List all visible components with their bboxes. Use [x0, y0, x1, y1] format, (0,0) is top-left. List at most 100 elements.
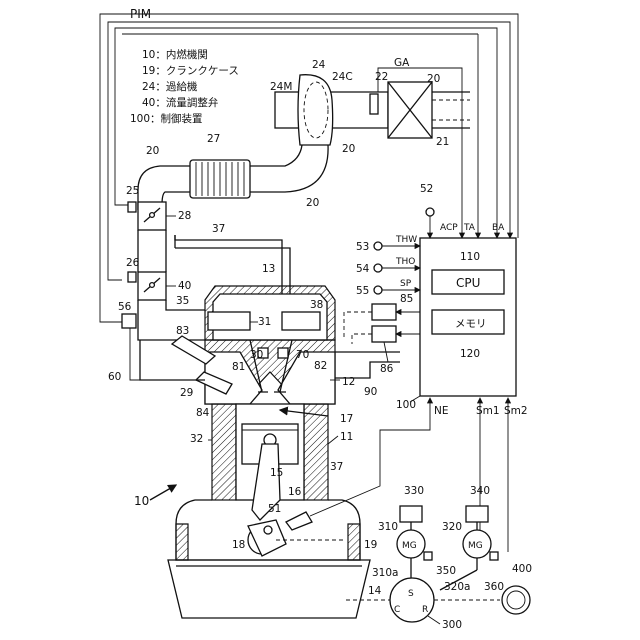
- ref-310a: 310a: [372, 567, 398, 579]
- sp-label: SP: [400, 279, 412, 289]
- ref-52: 52: [420, 183, 433, 195]
- ref-110: 110: [460, 251, 480, 263]
- ref-28: 28: [178, 210, 191, 222]
- oil-separator: [282, 312, 320, 330]
- pim-label: PIM: [130, 7, 151, 21]
- cylinder-head: [172, 336, 335, 404]
- ref-21: 21: [436, 136, 449, 148]
- ref-16: 16: [288, 486, 302, 498]
- ref-83: 83: [176, 325, 189, 337]
- tho-label: THO: [395, 257, 415, 267]
- ref-15: 15: [270, 467, 283, 479]
- ref-19: 19: [364, 539, 377, 551]
- sensor-360: [490, 552, 498, 560]
- coolant-temp-sensor: [374, 242, 382, 250]
- planetary-gear: [390, 578, 434, 622]
- ref-24c: 24C: [332, 71, 353, 83]
- oil-pan: [168, 560, 370, 618]
- sm1-label: Sm1: [476, 405, 500, 417]
- ref-55: 55: [356, 285, 369, 297]
- ref-85: 85: [400, 293, 413, 305]
- ref-70: 70: [296, 349, 309, 361]
- ref-51: 51: [268, 503, 281, 515]
- inverter-340: [466, 506, 488, 522]
- ta-label: TA: [463, 223, 476, 233]
- legend-item: 100：制御装置: [130, 112, 203, 125]
- ref-35: 35: [176, 295, 189, 307]
- box-85: [372, 304, 396, 320]
- actuator-boxes: [344, 304, 420, 344]
- mg1-label: MG: [402, 541, 417, 551]
- ref-22: 22: [375, 71, 388, 83]
- airflow-meter: [370, 94, 378, 114]
- compressor-housing: [298, 75, 333, 145]
- ref-24: 24: [312, 59, 326, 71]
- ref-84: 84: [196, 407, 210, 419]
- drive-wheel: [502, 586, 530, 614]
- ref-54: 54: [356, 263, 370, 275]
- left-sensors: [374, 242, 420, 294]
- ga-label: GA: [394, 57, 410, 69]
- ref-10: 10: [134, 494, 149, 508]
- ref-11: 11: [340, 431, 353, 443]
- ref-330: 330: [404, 485, 424, 497]
- legend-item: 24：過給機: [142, 80, 198, 93]
- ref-81: 81: [232, 361, 245, 373]
- ref-30: 30: [250, 349, 263, 361]
- head-cover: [205, 286, 335, 340]
- memory-label: メモリ: [455, 318, 487, 330]
- pcv-element: [208, 312, 250, 330]
- cpu-label: CPU: [456, 276, 480, 290]
- oil-temp-sensor: [374, 264, 382, 272]
- legend-item: 40：流量調整弁: [142, 96, 218, 109]
- ref-300: 300: [442, 619, 462, 631]
- ref-37a: 37: [212, 223, 225, 235]
- ref-25: 25: [126, 185, 139, 197]
- inverter-330: [400, 506, 422, 522]
- ref-18: 18: [232, 539, 245, 551]
- ref-20d: 20: [306, 197, 319, 209]
- ref-400: 400: [512, 563, 532, 575]
- legend-item: 10：内燃機関: [142, 48, 208, 61]
- crank-angle-sensor: [286, 512, 312, 530]
- ref-320: 320: [442, 521, 462, 533]
- ne-label: NE: [434, 405, 449, 417]
- carrier-label: C: [394, 605, 400, 615]
- ring-gear-label: R: [422, 605, 428, 615]
- ref-31: 31: [258, 316, 271, 328]
- crankcase: [168, 500, 370, 618]
- speed-sensor: [374, 286, 382, 294]
- thw-label: THW: [395, 235, 417, 245]
- sun-gear-label: S: [408, 589, 414, 599]
- ref-100: 100: [396, 399, 416, 411]
- ref-20b: 20: [342, 143, 355, 155]
- block-wall-right: [304, 404, 328, 500]
- valve-sensor: [128, 272, 136, 282]
- ref-320a: 320a: [444, 581, 470, 593]
- ref-24m: 24M: [270, 81, 292, 93]
- ref-90: 90: [364, 386, 377, 398]
- ref-53: 53: [356, 241, 369, 253]
- ref-40: 40: [178, 280, 191, 292]
- ref-17: 17: [340, 413, 353, 425]
- ref-310: 310: [378, 521, 398, 533]
- ref-13: 13: [262, 263, 275, 275]
- ref-350: 350: [436, 565, 456, 577]
- planetary-gear-set: [390, 578, 434, 622]
- ref-26: 26: [126, 257, 140, 269]
- ref-86: 86: [380, 363, 394, 375]
- mg2-label: MG: [468, 541, 483, 551]
- ref-37b: 37: [330, 461, 343, 473]
- ref-360: 360: [484, 581, 504, 593]
- throttle-sensor: [128, 202, 136, 212]
- ref-60: 60: [108, 371, 121, 383]
- ref-14: 14: [368, 585, 382, 597]
- ba-label: BA: [492, 223, 505, 233]
- sensor-350: [424, 552, 432, 560]
- ref-27: 27: [207, 133, 220, 145]
- ref-340: 340: [470, 485, 490, 497]
- ref-38: 38: [310, 299, 323, 311]
- sm2-label: Sm2: [504, 405, 528, 417]
